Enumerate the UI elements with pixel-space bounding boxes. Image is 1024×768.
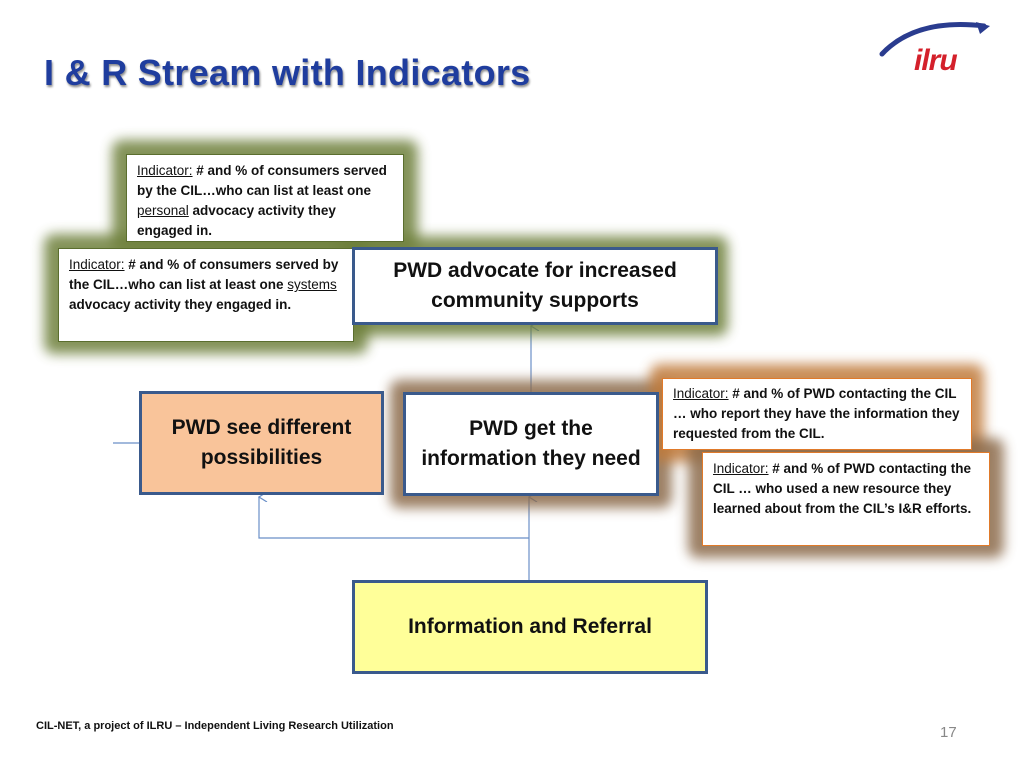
stage-pwd-advocate: PWD advocate for increased community sup… — [352, 247, 718, 325]
footer-credit: CIL-NET, a project of ILRU – Independent… — [36, 720, 394, 732]
indicator-emphasis-personal: personal — [137, 203, 189, 218]
indicator-label: Indicator: — [137, 163, 193, 178]
stage-information-label: PWD get the information they need — [421, 417, 641, 470]
slide-title: I & R Stream with Indicators — [44, 52, 531, 93]
indicator-label: Indicator: — [69, 257, 125, 272]
stage-pwd-get-information: PWD get the information they need — [403, 392, 659, 496]
indicator-label: Indicator: — [673, 386, 729, 401]
indicator-label: Indicator: — [713, 461, 769, 476]
stage-ir-label: Information and Referral — [408, 615, 652, 638]
indicator-text-post: advocacy activity they engaged in. — [69, 297, 292, 312]
ilru-logo-text: ilru — [914, 44, 958, 77]
indicator-systems-advocacy: Indicator: # and % of consumers served b… — [58, 248, 354, 342]
indicator-text: # and % of PWD contacting the CIL … who … — [713, 461, 972, 516]
indicator-text-post: advocacy activity they engaged in. — [137, 203, 336, 238]
stage-advocate-label: PWD advocate for increased community sup… — [393, 259, 677, 312]
stage-pwd-see-possibilities: PWD see different possibilities — [139, 391, 384, 495]
indicator-text: # and % of PWD contacting the CIL … who … — [673, 386, 960, 441]
indicator-new-resource: Indicator: # and % of PWD contacting the… — [702, 452, 990, 546]
indicator-emphasis-systems: systems — [287, 277, 337, 292]
stage-information-and-referral: Information and Referral — [352, 580, 708, 674]
ilru-logo-swoosh-icon — [879, 22, 990, 57]
page-number: 17 — [940, 724, 957, 741]
indicator-text-pre: # and % of consumers served by the CIL…w… — [137, 163, 387, 198]
stage-possibilities-label: PWD see different possibilities — [171, 416, 352, 469]
indicator-personal-advocacy: Indicator: # and % of consumers served b… — [126, 154, 404, 242]
indicator-text-pre: # and % of consumers served by the CIL…w… — [69, 257, 339, 292]
indicator-info-requested: Indicator: # and % of PWD contacting the… — [662, 378, 972, 450]
arrow-ir-to-possibilities — [259, 497, 529, 539]
